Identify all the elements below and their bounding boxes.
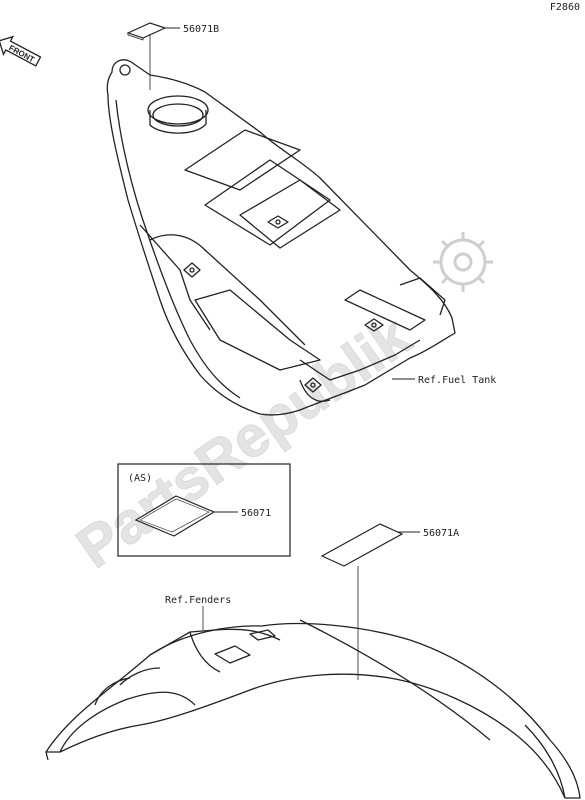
as-label-number: 56071 [241, 508, 271, 519]
front-arrow-icon: FRONT [0, 35, 42, 67]
tank-label-number: 56071B [183, 24, 219, 35]
tank-label-56071b: 56071B [126, 22, 219, 90]
fender-label-56071a: 56071A [320, 523, 459, 680]
ref-fuel-tank: Ref.Fuel Tank [418, 375, 496, 386]
fender-label-number: 56071A [423, 528, 459, 539]
watermark-gear-icon [433, 232, 493, 292]
as-box: (AS) 56071 [117, 463, 291, 557]
as-marker: (AS) [128, 473, 152, 484]
figure-code: F2860 [550, 2, 580, 13]
fuel-tank [106, 59, 456, 416]
rear-fender [45, 619, 581, 799]
ref-fenders: Ref.Fenders [165, 595, 231, 606]
